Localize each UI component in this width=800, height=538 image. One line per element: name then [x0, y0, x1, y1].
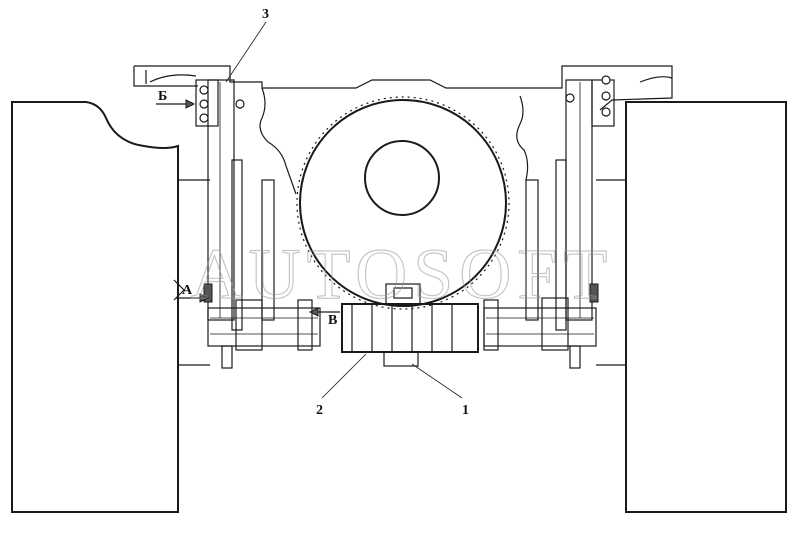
view-arrows [156, 99, 340, 317]
watermark: AUTOSOFT [191, 234, 614, 314]
right-bracket [525, 75, 615, 331]
right-lower-arm [483, 297, 597, 369]
left-lower-arm [207, 299, 321, 369]
left-tire [11, 101, 210, 513]
axle-housing [133, 65, 673, 195]
leader-lines [225, 21, 463, 399]
label-part-2: 2 [316, 403, 323, 418]
left-bracket [195, 79, 275, 331]
central-block [341, 283, 479, 367]
gear-housing [296, 96, 510, 310]
label-part-3: 3 [262, 7, 269, 22]
label-view-b: Б [158, 89, 167, 104]
right-tire [596, 101, 787, 513]
label-view-v: В [328, 313, 337, 328]
label-part-1: 1 [462, 403, 469, 418]
label-view-a: А [182, 283, 193, 298]
